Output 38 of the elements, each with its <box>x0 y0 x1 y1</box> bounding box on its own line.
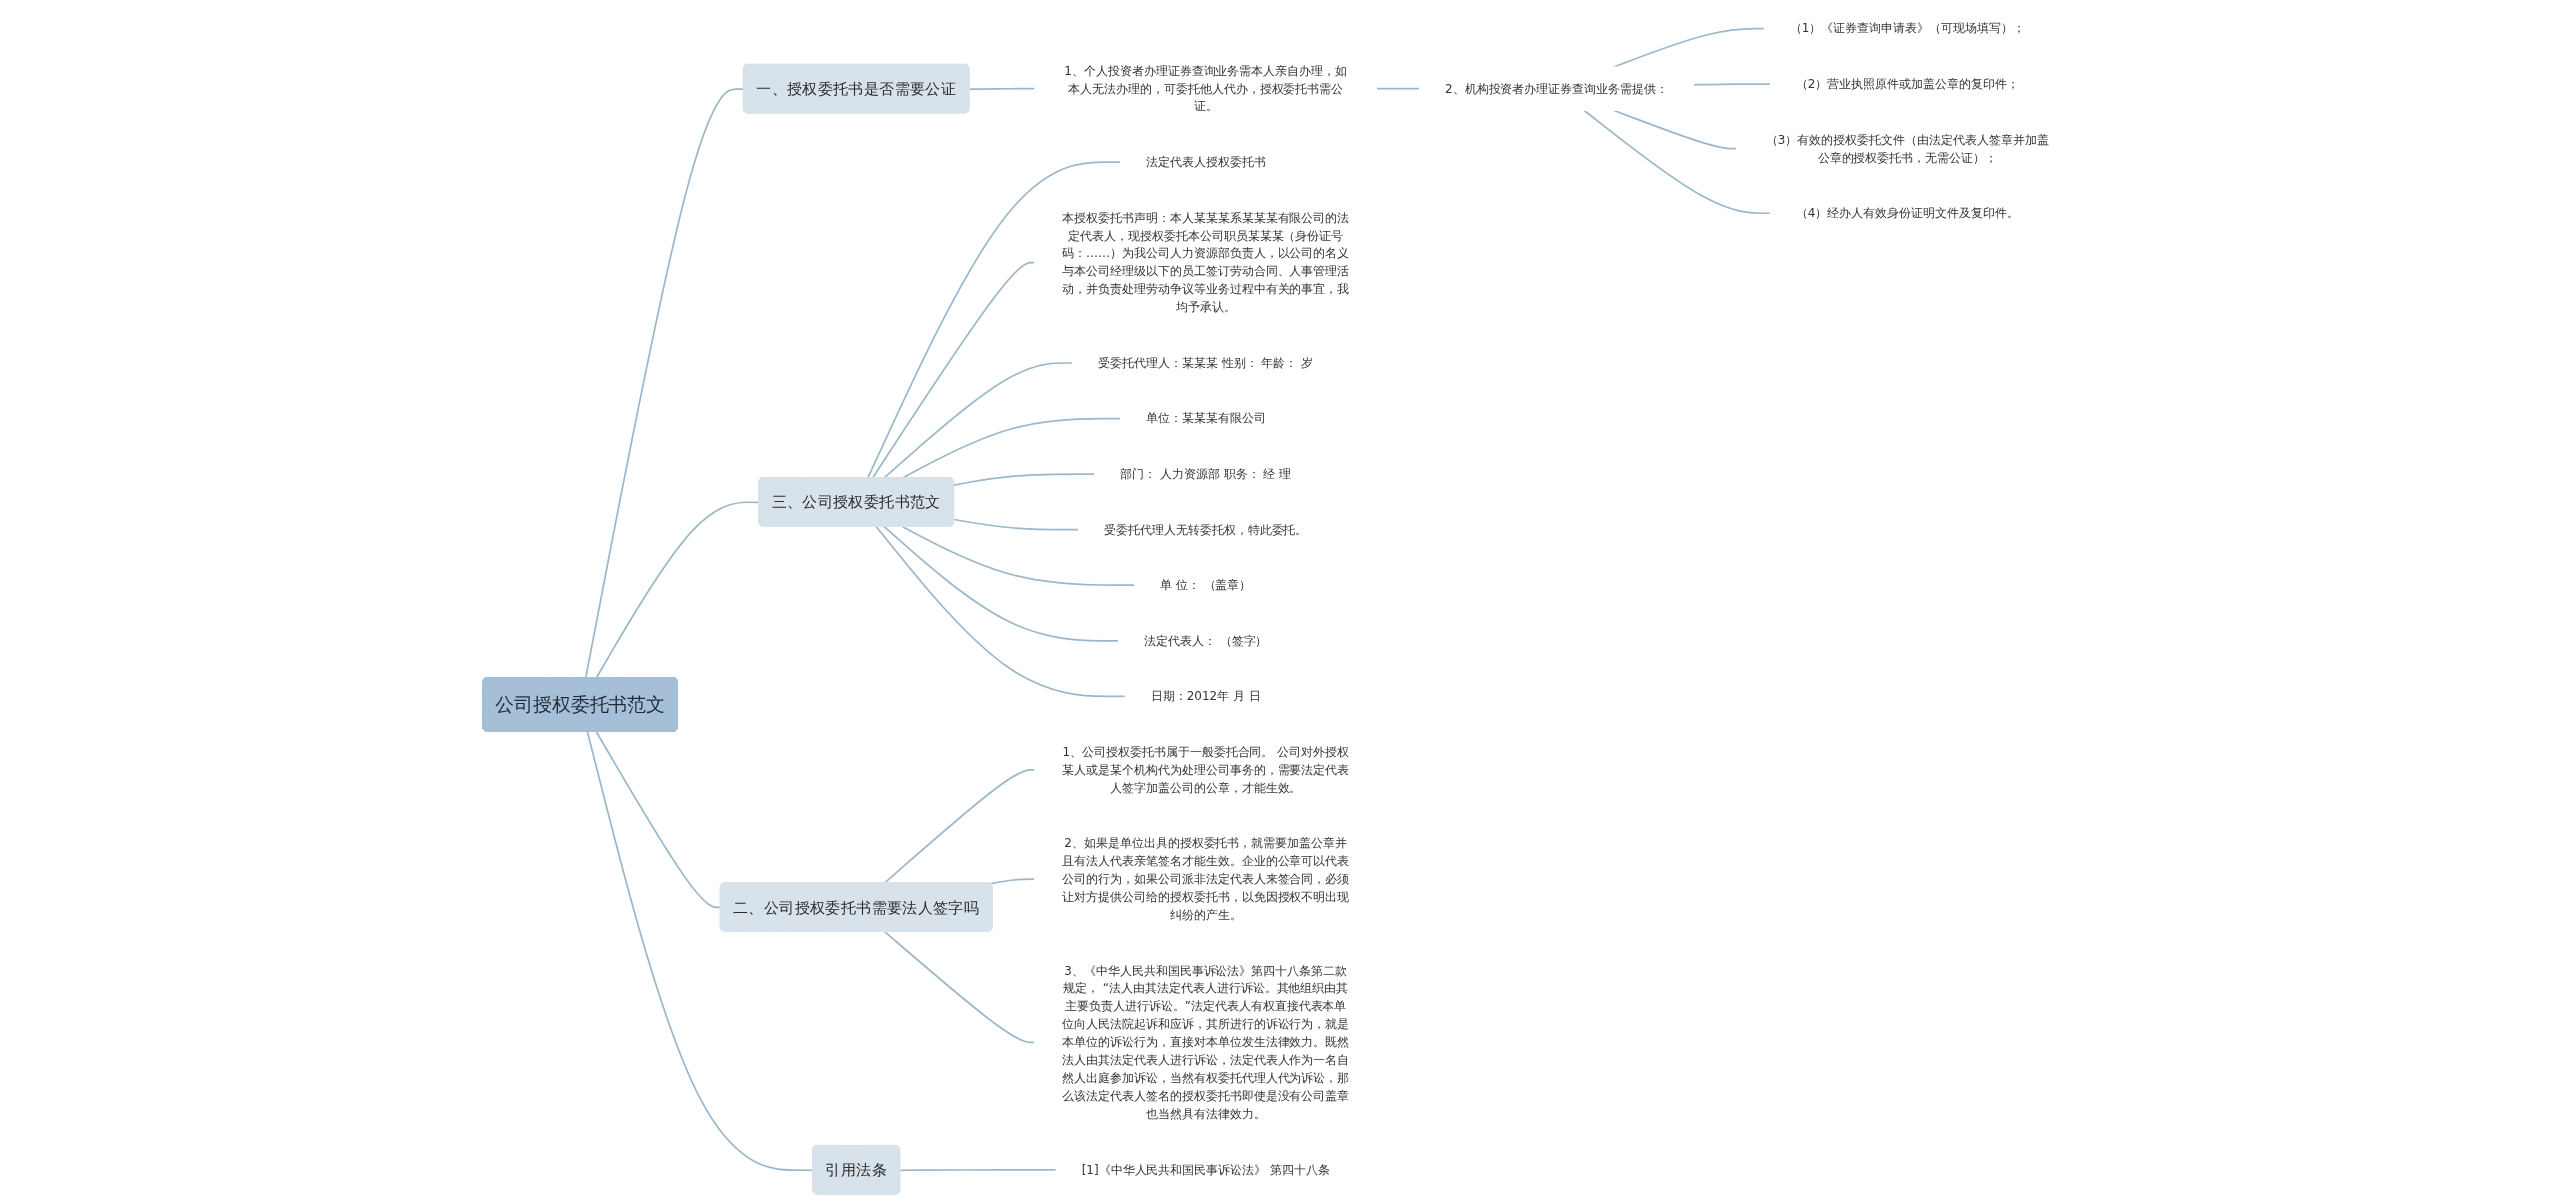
connector <box>989 878 1036 885</box>
node-text: 日期：2012年 月 日 <box>1150 689 1261 703</box>
connector <box>901 417 1121 479</box>
node-text: 法定代表人： （签字） <box>1143 633 1267 648</box>
node-text: 受委托代理人无转委托权，特此委托。 <box>1103 522 1307 537</box>
connector <box>586 730 814 1172</box>
node-text: 2、机构投资者办理证券查询业务需提供： <box>1444 81 1668 96</box>
node-text: 本授权委托书声明：本人某某某系某某某有限公司的法定代表人，现授权委托本公司职员某某某（身份证号码：……）为我公司人力资源部负责人，以公司的名义与本公司经理级以下的员工签订劳动合同、人事管理活动，并负责处理劳动争议等业务过程中有关的事宜，我均予承认。 <box>1061 210 1349 314</box>
node-text: [1]《中华人民共和国民事诉讼法》 第四十八条 <box>1081 1162 1330 1177</box>
connector <box>866 161 1121 479</box>
connector <box>874 525 1126 698</box>
node-text: 单 位： （盖章） <box>1159 577 1251 592</box>
node-text: 3、《中华人民共和国民事诉讼法》第四十八条第二款规定， “法人由其法定代表人进行诉讼。其他组织由其主要负责人进行诉讼。”法定代表人有权直接代表本单位向人民法院起诉和应诉，其所进行的诉讼行为，就是本单位的诉讼行为，直接对本单位发生法律效力。既然法人由其法定代表人进行诉讼，法定代表人作为一名自然人出庭参加诉讼，当然有权委托代理人代为诉讼，那么该法定代表人签名的授权委托书即使是没有公司盖章也当然具有法律效力。 <box>1061 963 1349 1121</box>
node-text: 1、个人投资者办理证券查询业务需本人亲自办理，如本人无法办理的，可委托他人代办，授权委托书需公证。 <box>1063 63 1347 114</box>
connector <box>952 518 1079 531</box>
connector <box>882 362 1074 479</box>
node-text: 1、公司授权委托书属于一般委托合同。 公司对外授权某人或是某个机构代为处理公司事务的，需要法定代表人签字加盖公司的公章，才能生效。 <box>1061 744 1349 795</box>
node-text: 单位：某某某有限公司 <box>1145 411 1266 425</box>
node-text: （3）有效的授权委托文件（由法定代表人签章并加盖公章的授权委托书，无需公证）； <box>1765 132 2049 165</box>
node-text: 受委托代理人：某某某 性别： 年龄： 岁 <box>1097 355 1313 370</box>
connector <box>1582 109 1771 215</box>
connector <box>968 87 1036 90</box>
node-text: （4）经办人有效身份证明文件及复印件。 <box>1795 205 2019 220</box>
connector <box>901 525 1135 587</box>
connector <box>595 501 760 679</box>
connector <box>883 768 1036 884</box>
node-text: （1）《证券查询申请表》（可现场填写）； <box>1789 21 2025 36</box>
connector <box>883 930 1036 1044</box>
node-text: 2、如果是单位出具的授权委托书，就需要加盖公章并且有法人代表亲笔签名才能生效。企业的公章可以代表公司的行为，如果公司派非法定代表人来签合同，必须让对方提供公司给的授权委托书，以免因授权不明出现纠纷的产生。 <box>1061 836 1349 922</box>
connector <box>1692 83 1771 86</box>
connector <box>1375 87 1420 90</box>
node-text: （2）营业执照原件或加盖公章的复印件； <box>1795 76 2019 91</box>
node-text: 法定代表人授权委托书 <box>1145 154 1266 169</box>
node-text: 部门： 人力资源部 职务： 经 理 <box>1119 466 1291 481</box>
connector <box>898 1168 1057 1172</box>
connector <box>882 525 1119 642</box>
connector <box>952 473 1096 486</box>
connector <box>871 261 1036 479</box>
